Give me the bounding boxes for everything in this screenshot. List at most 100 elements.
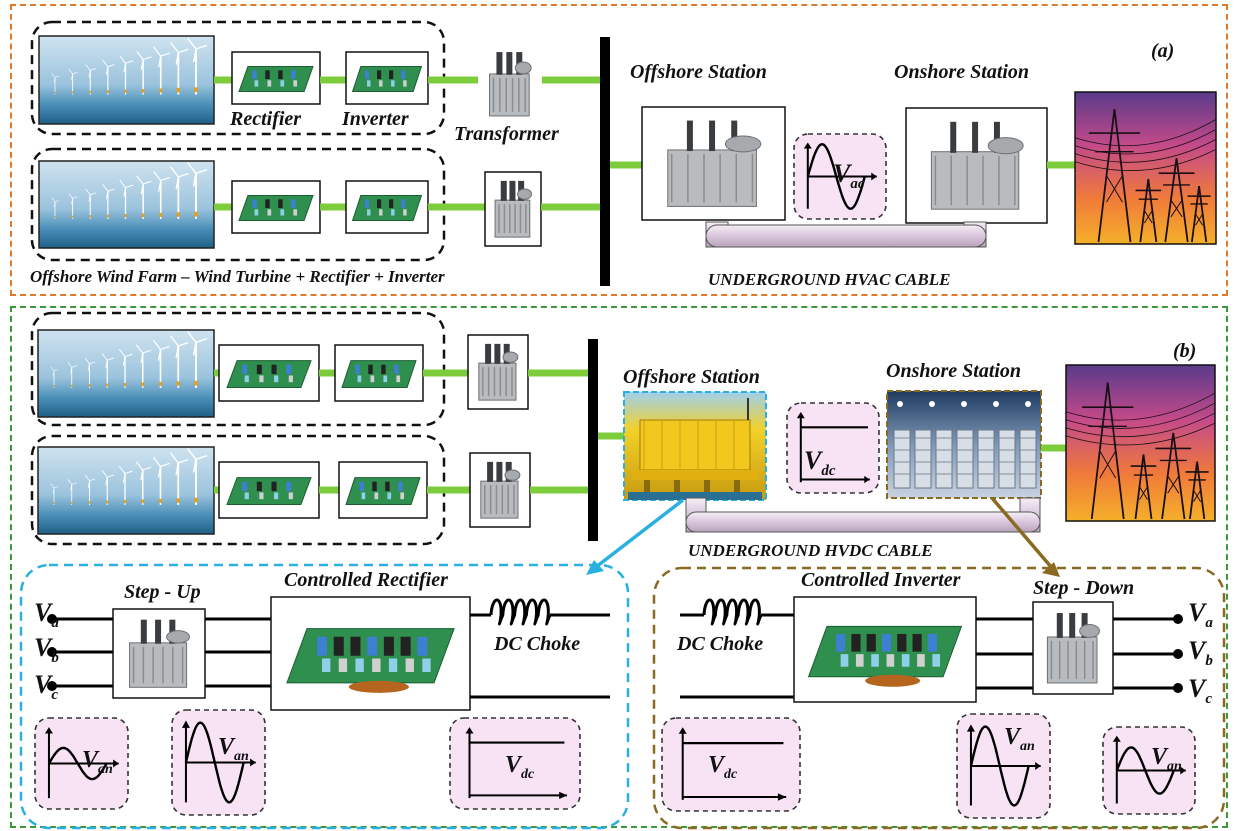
rectifier-board-b2-component (271, 481, 277, 492)
panel-a-frame (10, 4, 1228, 296)
rectifier-board-a1 (231, 51, 321, 105)
inverter-board-a2-component (377, 199, 382, 209)
controlled-rectifier-board-component (388, 658, 398, 673)
onshore-station-a-label: Onshore Station (894, 61, 1030, 83)
tower-picture-b-tower (1090, 382, 1125, 520)
inverter-board-a2-component (364, 199, 370, 209)
wind-farm-picture-a1 (38, 35, 215, 125)
rectifier-board-a2-component (278, 199, 283, 209)
tower-picture-b-tower (1161, 432, 1186, 520)
dc-choke-right (702, 598, 763, 626)
rectifier-board-b2-component (288, 492, 293, 500)
rectifier-board-a2-component (291, 199, 296, 209)
wave-box-left-2 (171, 709, 266, 816)
valve-stack (914, 429, 932, 489)
controlled-rectifier-board-component (317, 636, 328, 656)
controlled-inverter-board-component (901, 654, 910, 667)
rectifier-board-b2-component (244, 492, 249, 500)
step-up-transformer (112, 608, 206, 699)
transformer-a1-bushing (496, 52, 503, 75)
vb-left-label: Vb (34, 633, 59, 667)
tower-picture-b-brace (1139, 486, 1148, 500)
inverter-board-b2-component (398, 481, 403, 492)
transformer-b1-conservator (502, 351, 519, 363)
w3-right-sub: an (1167, 758, 1182, 774)
w2-right-label: Van (1004, 724, 1035, 755)
wave-box-left-3-arrow (559, 791, 567, 799)
tower-picture-b-wire (1065, 412, 1216, 438)
inverter-board-b1-component (370, 375, 375, 383)
rectifier-board-a1-component (267, 80, 272, 87)
controlled-rectifier-board-component (422, 658, 431, 673)
tower-picture-b-bg (1065, 364, 1216, 522)
inverter-board-b1-board (341, 360, 417, 389)
inverter-board-a1-component (367, 80, 371, 87)
wave-box-right-2 (956, 713, 1051, 819)
va-left-main: V (34, 598, 52, 627)
inverter-board-b2-component (400, 492, 405, 500)
inverter-board-a2-component (401, 199, 406, 209)
wave-vac-main: V (833, 159, 851, 188)
vc-right-sub: c (1205, 691, 1213, 708)
inverter-board-b2-board (345, 477, 421, 506)
rectifier-board-b1-component (274, 375, 279, 383)
valve-stack (956, 429, 974, 489)
vb-right-label: Vb (1188, 636, 1213, 670)
wave-box-right-2-wave (969, 725, 1030, 807)
tower-picture-a-wire (1074, 149, 1217, 171)
transformer-b1-bushing (494, 343, 501, 364)
controlled-inverter-board-component (932, 654, 941, 667)
wave-box-vdc-arrow (796, 412, 805, 419)
wind-farm-caption: Offshore Wind Farm – Wind Turbine + Rect… (30, 267, 445, 286)
controlled-rectifier-board-component (367, 636, 378, 656)
offshore-transformer-a (641, 106, 786, 221)
w2-left-sub: an (234, 748, 249, 764)
inverter-board-b1-component (381, 364, 386, 375)
wind-farm-picture-b2 (37, 446, 215, 535)
rectifier-board-a2-component (252, 199, 257, 209)
w1-left-main: V (82, 747, 99, 773)
rectifier-board-b1-component (288, 375, 293, 383)
onshore-transformer-a-bushing (950, 121, 957, 153)
rectifier-detail-frame (19, 563, 630, 830)
inverter-board-a1-component (391, 80, 395, 87)
platform-leg (674, 480, 680, 500)
tower-picture-b-brace (1193, 490, 1202, 503)
rectifier-board-b2-component (259, 492, 264, 500)
controlled-inverter-board-component (866, 633, 876, 652)
step-up-label: Step - Up (124, 581, 201, 603)
rectifier-board-b1 (218, 344, 320, 402)
valve-stack (998, 429, 1016, 489)
tower-picture-b-wire (1065, 422, 1216, 446)
transformer-a2 (484, 171, 542, 247)
tower-picture-a (1074, 91, 1217, 245)
inverter-board-b2 (338, 461, 428, 519)
transformer-a1-conservator (514, 61, 532, 75)
wave-box-right-3-arrow (1112, 735, 1121, 742)
offshore-transformer-a-bushing (709, 120, 716, 152)
vb-right-sub: b (1205, 653, 1213, 670)
rectifier-board-b1-component (242, 364, 248, 375)
rectifier-board-a1-component (278, 70, 283, 80)
tower-picture-b-wire (1065, 392, 1216, 421)
rectifier-board-b2-component (242, 481, 248, 492)
controlled-inverter-board-component (886, 654, 895, 667)
controlled-inverter-board-component (836, 633, 846, 652)
inverter-board-b1-component (394, 364, 399, 375)
hvdc-cable (685, 497, 1041, 533)
valve-stack (893, 429, 911, 489)
inverter-board-b2-component (372, 481, 377, 492)
hvdc-cable-pipe (685, 511, 1041, 533)
wave-box-right-1-frame (661, 717, 801, 812)
panel-b-tag: (b) (1173, 340, 1197, 362)
panel-a-tag: (a) (1151, 40, 1175, 62)
w3-left-label: Vdc (505, 752, 534, 783)
inverter-board-a2-component (389, 199, 394, 209)
wave-box-vac-arrow (871, 172, 877, 181)
platform-deck (632, 470, 758, 480)
platform-sea (628, 492, 762, 500)
onshore-transformer-a (905, 107, 1048, 224)
rectifier-board-b1-component (259, 375, 264, 383)
terminal-dot (1173, 683, 1183, 693)
rectifier-board-b2-board (226, 477, 312, 506)
